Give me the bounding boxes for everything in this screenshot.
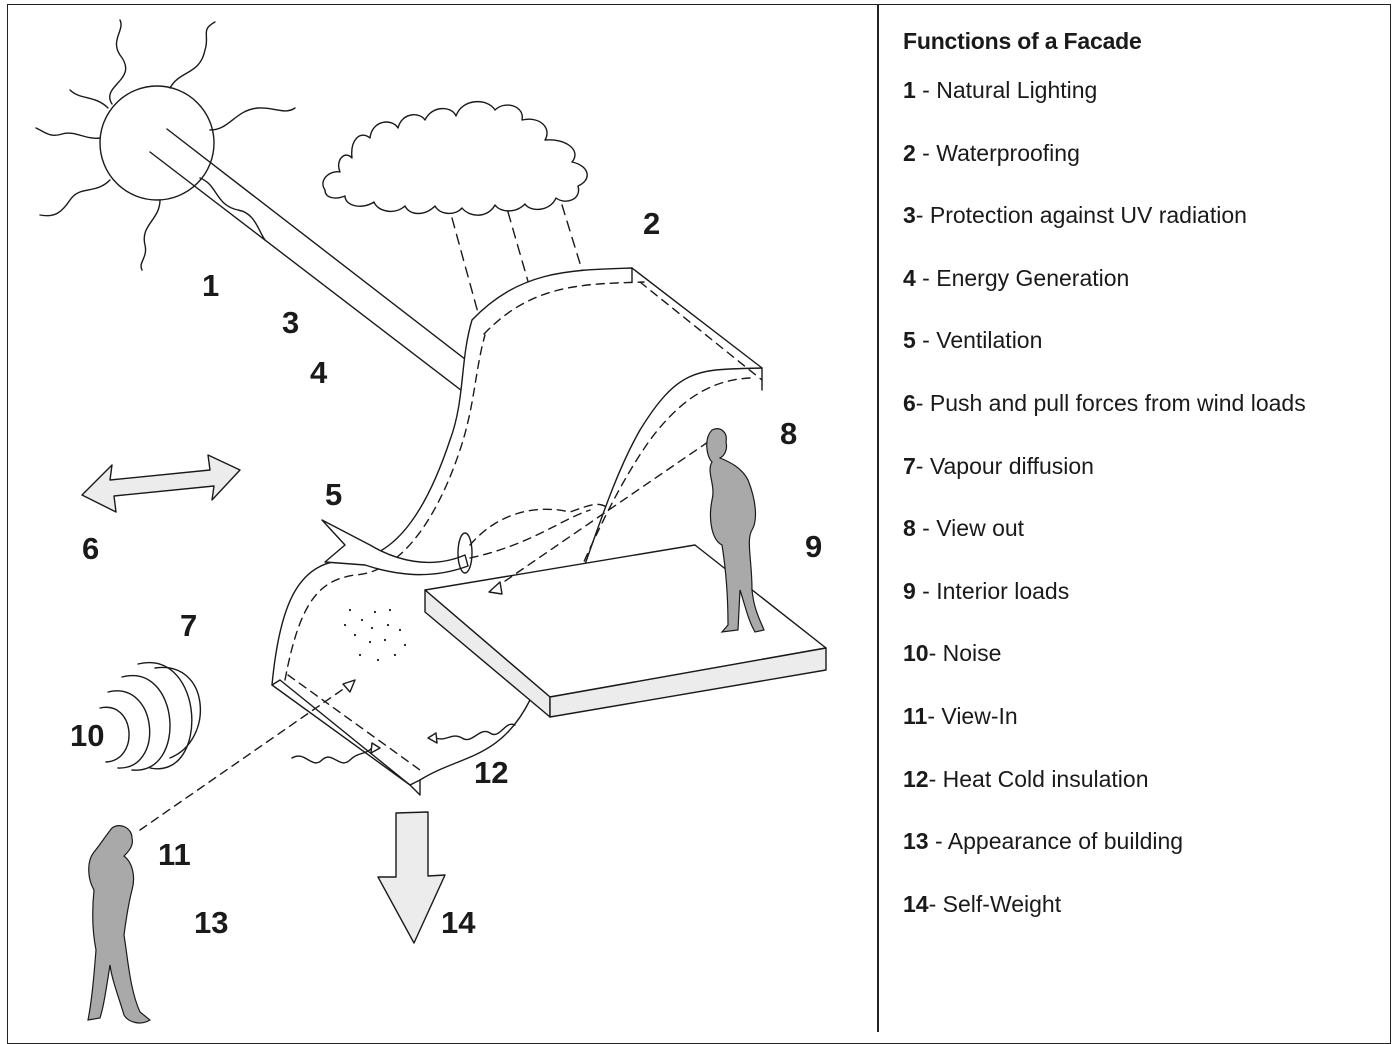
legend-panel: Functions of a Facade 1 - Natural Lighti… [903,28,1383,951]
legend-item-text: Heat Cold insulation [942,765,1149,792]
legend-item-number: 2 [903,139,916,166]
legend-item-text: Energy Generation [936,264,1130,291]
legend-item-text: Interior loads [936,577,1070,604]
legend-item-number: 1 [903,77,916,103]
legend-item: 4 - Energy Generation [903,263,1383,326]
label-2: 2 [643,206,660,241]
legend-item: 11- View-In [903,701,1383,764]
person-silhouette-exterior [87,825,152,1024]
legend-item-text: Protection against UV radiation [929,202,1247,229]
legend-item: 9 - Interior loads [903,576,1383,639]
noise-waves-icon [99,661,202,771]
legend-item-separator: - [915,452,930,479]
label-9: 9 [805,529,822,564]
vapour-dots [343,608,407,662]
legend-item-text: View out [936,515,1025,542]
legend-item-separator: - [928,765,943,792]
legend-item-separator: - [915,77,937,103]
legend-item-separator: - [915,264,937,291]
legend-item-number: 9 [903,577,916,604]
legend-item-separator: - [915,139,937,166]
panel-divider [877,4,879,1032]
legend-item: 13 - Appearance of building [903,826,1383,889]
legend-item-number: 3 [903,202,916,229]
legend-item-separator: - [915,577,937,604]
rain-cloud-icon [322,101,588,216]
legend-item: 14- Self-Weight [903,889,1383,952]
legend-item: 6- Push and pull forces from wind loads [903,388,1383,451]
legend-item-separator: - [915,202,930,229]
legend-item-number: 10 [903,640,929,667]
facade-functions-diagram: 1 2 3 4 5 6 7 8 9 10 11 12 13 14 [35,19,827,1024]
label-6: 6 [82,531,99,566]
legend-item-number: 13 [903,828,929,855]
heat-cold-waves [291,723,516,764]
legend-item-text: View-In [941,702,1018,729]
legend-item-number: 8 [903,515,916,542]
label-13: 13 [194,905,228,940]
legend-item-number: 14 [903,890,929,917]
legend-item-text: Ventilation [936,327,1043,354]
legend-item-text: Self-Weight [942,890,1062,917]
legend-item-text: Natural Lighting [936,77,1098,103]
legend-item-text: Waterproofing [936,139,1080,166]
legend-item-separator: - [927,702,942,729]
sun-icon [35,19,296,271]
label-12: 12 [474,755,508,790]
legend-item-number: 5 [903,327,916,354]
legend-item: 7- Vapour diffusion [903,451,1383,514]
label-11: 11 [158,837,191,872]
legend-item-text: Noise [942,640,1002,667]
label-10: 10 [70,718,104,753]
self-weight-arrow [377,811,446,944]
legend-item: 5 - Ventilation [903,325,1383,388]
label-7: 7 [180,608,197,643]
legend-item-separator: - [915,327,937,354]
legend-item-number: 4 [903,264,916,291]
legend-item-text: Push and pull forces from wind loads [929,389,1306,416]
view-out-line [488,441,709,595]
label-14: 14 [441,905,476,940]
legend-item-number: 11 [903,702,928,729]
legend-item-separator: - [915,515,937,542]
legend-item-separator: - [928,828,948,855]
legend-item: 3- Protection against UV radiation [903,200,1383,263]
legend-item-separator: - [928,890,943,917]
legend-item: 2 - Waterproofing [903,138,1383,201]
legend-item: 12- Heat Cold insulation [903,764,1383,827]
legend-title: Functions of a Facade [903,28,1142,54]
label-4: 4 [310,355,328,390]
legend-item: 10- Noise [903,638,1383,701]
legend-item-number: 7 [903,452,916,479]
legend-item-separator: - [915,389,930,416]
legend-item: 1 - Natural Lighting [903,75,1383,138]
label-8: 8 [780,416,797,451]
label-5: 5 [325,477,342,512]
legend-item-number: 12 [903,765,929,792]
label-1: 1 [202,268,219,303]
person-silhouette-interior [706,428,765,633]
legend-item: 8 - View out [903,513,1383,576]
legend-item-text: Appearance of building [947,828,1184,855]
view-in-line [139,679,356,831]
wind-load-double-arrow [81,454,241,513]
floor-slab [424,544,827,718]
ventilation-arrow [321,503,611,576]
label-3: 3 [282,305,299,340]
legend-item-number: 6 [903,389,916,416]
legend-item-text: Vapour diffusion [929,452,1094,479]
legend-item-separator: - [928,640,943,667]
